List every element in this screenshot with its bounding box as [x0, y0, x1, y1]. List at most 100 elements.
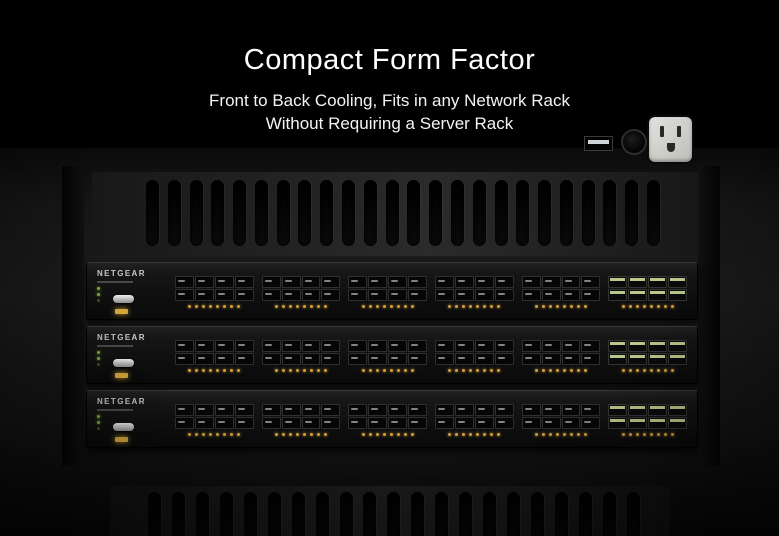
- port-led: [448, 369, 452, 372]
- port-led: [195, 305, 199, 308]
- sfp-port: [234, 276, 254, 288]
- port-led: [202, 305, 206, 308]
- port-led: [382, 433, 386, 436]
- sfp-port: [474, 404, 494, 416]
- uplink-port: [648, 276, 668, 288]
- port-led: [563, 305, 567, 308]
- port-led: [535, 433, 539, 436]
- port-led: [389, 433, 393, 436]
- vent-slot: [507, 492, 521, 536]
- sfp-port: [435, 404, 454, 416]
- vent-slot: [276, 180, 290, 246]
- sfp-port: [234, 404, 254, 416]
- port-led: [202, 369, 206, 372]
- sfp-cage: [435, 340, 514, 365]
- rack-rail-left: [62, 166, 84, 466]
- port-led: [223, 305, 227, 308]
- sfp-port: [474, 340, 494, 352]
- port-led: [462, 369, 466, 372]
- port-led: [483, 433, 487, 436]
- port-led: [324, 305, 327, 308]
- port-led: [628, 305, 632, 308]
- vent-slot: [435, 492, 449, 536]
- switch-faceplate-left: NETGEAR: [87, 391, 173, 447]
- sfp-port: [388, 340, 408, 352]
- subtitle-line-2: Without Requiring a Server Rack: [265, 113, 514, 133]
- uplink-port: [668, 276, 688, 288]
- sfp-cage: [261, 404, 341, 429]
- vent-slot: [315, 492, 329, 536]
- uplink-port: [628, 340, 648, 352]
- port-led-row: [535, 305, 588, 308]
- port-led: [642, 433, 646, 436]
- uplink-cage: [608, 276, 688, 301]
- port-led: [635, 305, 639, 308]
- vent-slot: [516, 180, 530, 246]
- port-area: [173, 391, 697, 447]
- sfp-port-group: [175, 276, 254, 308]
- port-led: [497, 369, 501, 372]
- sfp-port: [521, 340, 541, 352]
- sfp-port: [561, 404, 581, 416]
- vent-slot: [342, 180, 356, 246]
- reset-button: [113, 359, 134, 367]
- port-led: [223, 433, 227, 436]
- sfp-cage: [521, 276, 601, 301]
- port-led: [570, 305, 574, 308]
- port-led-row: [621, 305, 674, 308]
- sfp-port: [408, 404, 428, 416]
- port-led: [656, 305, 660, 308]
- sfp-port: [368, 289, 388, 301]
- netgear-logo: NETGEAR: [97, 269, 146, 278]
- port-led-row: [275, 433, 327, 436]
- sfp-port: [175, 289, 194, 301]
- port-led: [455, 369, 459, 372]
- port-led-row: [188, 305, 241, 308]
- port-led: [282, 369, 285, 372]
- sfp-port: [408, 417, 428, 429]
- vent-slot: [407, 180, 421, 246]
- sfp-port: [541, 417, 561, 429]
- port-led: [476, 305, 480, 308]
- port-led: [282, 305, 285, 308]
- activity-led: [115, 373, 128, 378]
- port-led: [317, 305, 320, 308]
- status-led: [97, 293, 100, 296]
- port-led: [396, 433, 400, 436]
- port-led: [396, 305, 400, 308]
- status-led: [97, 287, 100, 290]
- port-led: [455, 433, 459, 436]
- sfp-port: [368, 353, 388, 365]
- port-led: [275, 305, 278, 308]
- vent-slot: [581, 180, 595, 246]
- sfp-cage: [175, 404, 254, 429]
- vent-slot: [267, 492, 281, 536]
- sfp-port: [541, 276, 561, 288]
- sfp-port: [581, 276, 601, 288]
- model-text: [97, 345, 133, 347]
- port-led: [628, 369, 632, 372]
- port-led: [289, 305, 292, 308]
- port-led: [455, 305, 459, 308]
- sfp-port: [454, 404, 474, 416]
- port-area: [173, 263, 697, 319]
- netgear-logo: NETGEAR: [97, 397, 146, 406]
- uplink-port: [628, 417, 648, 429]
- port-led: [296, 433, 299, 436]
- port-led: [670, 369, 674, 372]
- sfp-port: [494, 404, 514, 416]
- sfp-cage: [435, 404, 514, 429]
- port-led-row: [621, 433, 674, 436]
- vent-slot: [483, 492, 497, 536]
- uplink-port: [668, 289, 688, 301]
- sfp-port: [454, 276, 474, 288]
- port-led: [310, 369, 313, 372]
- port-led: [448, 433, 452, 436]
- sfp-port: [261, 276, 281, 288]
- port-led-row: [621, 369, 674, 372]
- port-led: [549, 433, 553, 436]
- sfp-port: [194, 404, 214, 416]
- port-led: [563, 433, 567, 436]
- sfp-port: [234, 417, 254, 429]
- port-led: [577, 305, 581, 308]
